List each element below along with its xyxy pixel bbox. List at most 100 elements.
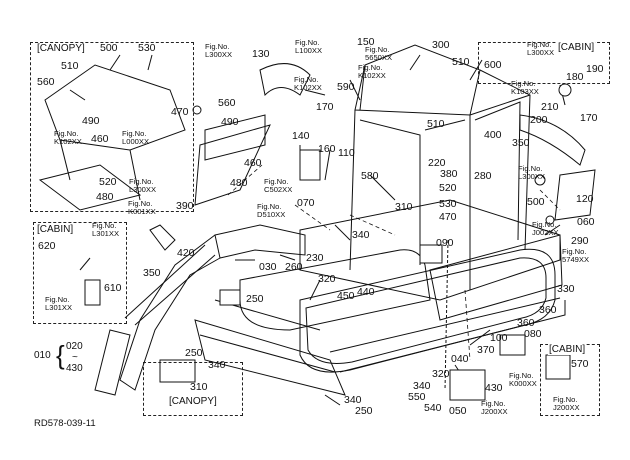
fig-ref[interactable]: Fig.No.L300XX <box>527 40 555 58</box>
callout-label: 480 <box>230 177 248 189</box>
fig-ref[interactable]: Fig.No.5749XX <box>562 247 590 265</box>
fig-ref[interactable]: Fig.No.K000XX <box>509 371 537 389</box>
fig-ref[interactable]: Fig.No.L301XX <box>92 221 120 239</box>
callout-label: 090 <box>436 237 454 249</box>
callout-label: 430 <box>485 382 503 394</box>
callout-label: 250 <box>246 293 264 305</box>
callout-label: 550 <box>408 391 426 403</box>
fig-ref[interactable]: Fig.No.K102XX <box>358 63 386 81</box>
callout-label: 460 <box>244 157 262 169</box>
callout-label: 500 <box>527 196 545 208</box>
callout-label: 300 <box>432 39 450 51</box>
canopy-roof-box <box>30 42 194 212</box>
callout-label: 510 <box>452 56 470 68</box>
fig-ref[interactable]: Fig.No.L300XX <box>129 177 157 195</box>
callout-label: 490 <box>221 116 239 128</box>
callout-label: 620 <box>38 240 56 252</box>
callout-label: 130 <box>252 48 270 60</box>
range-from: 020 <box>66 341 83 352</box>
callout-label: 540 <box>424 402 442 414</box>
fig-ref[interactable]: Fig.No.L000XX <box>122 129 150 147</box>
callout-label: 080 <box>524 328 542 340</box>
range-bracket: { <box>56 340 65 370</box>
callout-label: 120 <box>576 193 594 205</box>
callout-label: 310 <box>395 201 413 213</box>
fig-ref[interactable]: Fig.No.L300XX <box>518 164 546 182</box>
canopy-tag-bottom: [CANOPY] <box>168 396 218 407</box>
fig-ref[interactable]: Fig.No.K001XX <box>128 199 156 217</box>
callout-label: 200 <box>530 114 548 126</box>
callout-label: 510 <box>427 118 445 130</box>
callout-label: 580 <box>361 170 379 182</box>
callout-label: 520 <box>439 182 457 194</box>
callout-label: 060 <box>577 216 595 228</box>
fig-ref[interactable]: Fig.No.K103XX <box>511 79 539 97</box>
callout-label: 170 <box>580 112 598 124</box>
callout-label: 180 <box>566 71 584 83</box>
fig-ref[interactable]: Fig.No.K102XX <box>54 129 82 147</box>
fig-ref[interactable]: Fig.No.J200XX <box>481 399 508 417</box>
callout-label: 390 <box>176 200 194 212</box>
callout-label: 370 <box>477 344 495 356</box>
fig-ref[interactable]: Fig.No.5650XX <box>365 45 393 63</box>
cabin-mirror-box <box>33 222 127 324</box>
callout-label: 340 <box>208 359 226 371</box>
callout-label: 460 <box>91 133 109 145</box>
callout-label: 210 <box>541 101 559 113</box>
callout-label: 310 <box>190 381 208 393</box>
callout-label: 190 <box>586 63 604 75</box>
callout-label: 290 <box>571 235 589 247</box>
callout-label: 110 <box>338 147 355 159</box>
callout-label: 480 <box>96 191 114 203</box>
callout-label: 260 <box>285 261 303 273</box>
callout-label: 280 <box>474 170 492 182</box>
callout-label: 170 <box>316 101 334 113</box>
callout-label: 340 <box>344 394 362 406</box>
range-to: 430 <box>66 363 83 374</box>
callout-label: 600 <box>484 59 502 71</box>
callout-label: 400 <box>484 129 502 141</box>
range-tilde: ~ <box>72 352 78 363</box>
callout-label: 330 <box>557 283 575 295</box>
figure-id: RD578-039-11 <box>34 418 96 429</box>
fig-ref[interactable]: Fig.No.L301XX <box>45 295 73 313</box>
callout-label: 340 <box>352 229 370 241</box>
callout-label: 350 <box>512 137 530 149</box>
callout-label: 220 <box>428 157 446 169</box>
callout-label: 380 <box>440 168 458 180</box>
callout-label: 450 <box>337 290 355 302</box>
callout-label: 250 <box>185 347 203 359</box>
fig-ref[interactable]: Fig.No.C502XX <box>264 177 293 195</box>
callout-label: 470 <box>171 106 189 118</box>
callout-label: 350 <box>143 267 161 279</box>
callout-label: 610 <box>104 282 122 294</box>
callout-label: 150 <box>357 36 375 48</box>
callout-label: 320 <box>318 273 336 285</box>
callout-label: 340 <box>413 380 431 392</box>
callout-label: 530 <box>138 42 156 54</box>
callout-label: 440 <box>357 286 375 298</box>
callout-label: 500 <box>100 42 118 54</box>
callout-label: 470 <box>439 211 457 223</box>
fig-ref[interactable]: Fig.No.L100XX <box>295 38 323 56</box>
callout-label: 070 <box>297 197 315 209</box>
callout-label: 360 <box>517 317 535 329</box>
fig-ref[interactable]: Fig.No.J002XX <box>532 220 559 238</box>
fig-ref[interactable]: Fig.No.L300XX <box>205 42 233 60</box>
cabin-tag-bottom-right: [CABIN] <box>548 344 587 355</box>
fig-ref[interactable]: Fig.No.J200XX <box>553 395 580 413</box>
callout-label: 590 <box>337 81 355 93</box>
fig-ref[interactable]: Fig.No.K102XX <box>294 75 322 93</box>
callout-label: 520 <box>99 176 117 188</box>
range-prefix: 010 <box>34 350 51 361</box>
callout-label: 510 <box>61 60 79 72</box>
callout-label: 230 <box>306 252 324 264</box>
callout-label: 530 <box>439 198 457 210</box>
fig-ref[interactable]: Fig.No.D510XX <box>257 202 286 220</box>
cabin-tag-top-right: [CABIN] <box>557 42 596 53</box>
callout-label: 250 <box>355 405 373 417</box>
callout-label: 100 <box>490 332 508 344</box>
callout-label: 420 <box>177 247 195 259</box>
